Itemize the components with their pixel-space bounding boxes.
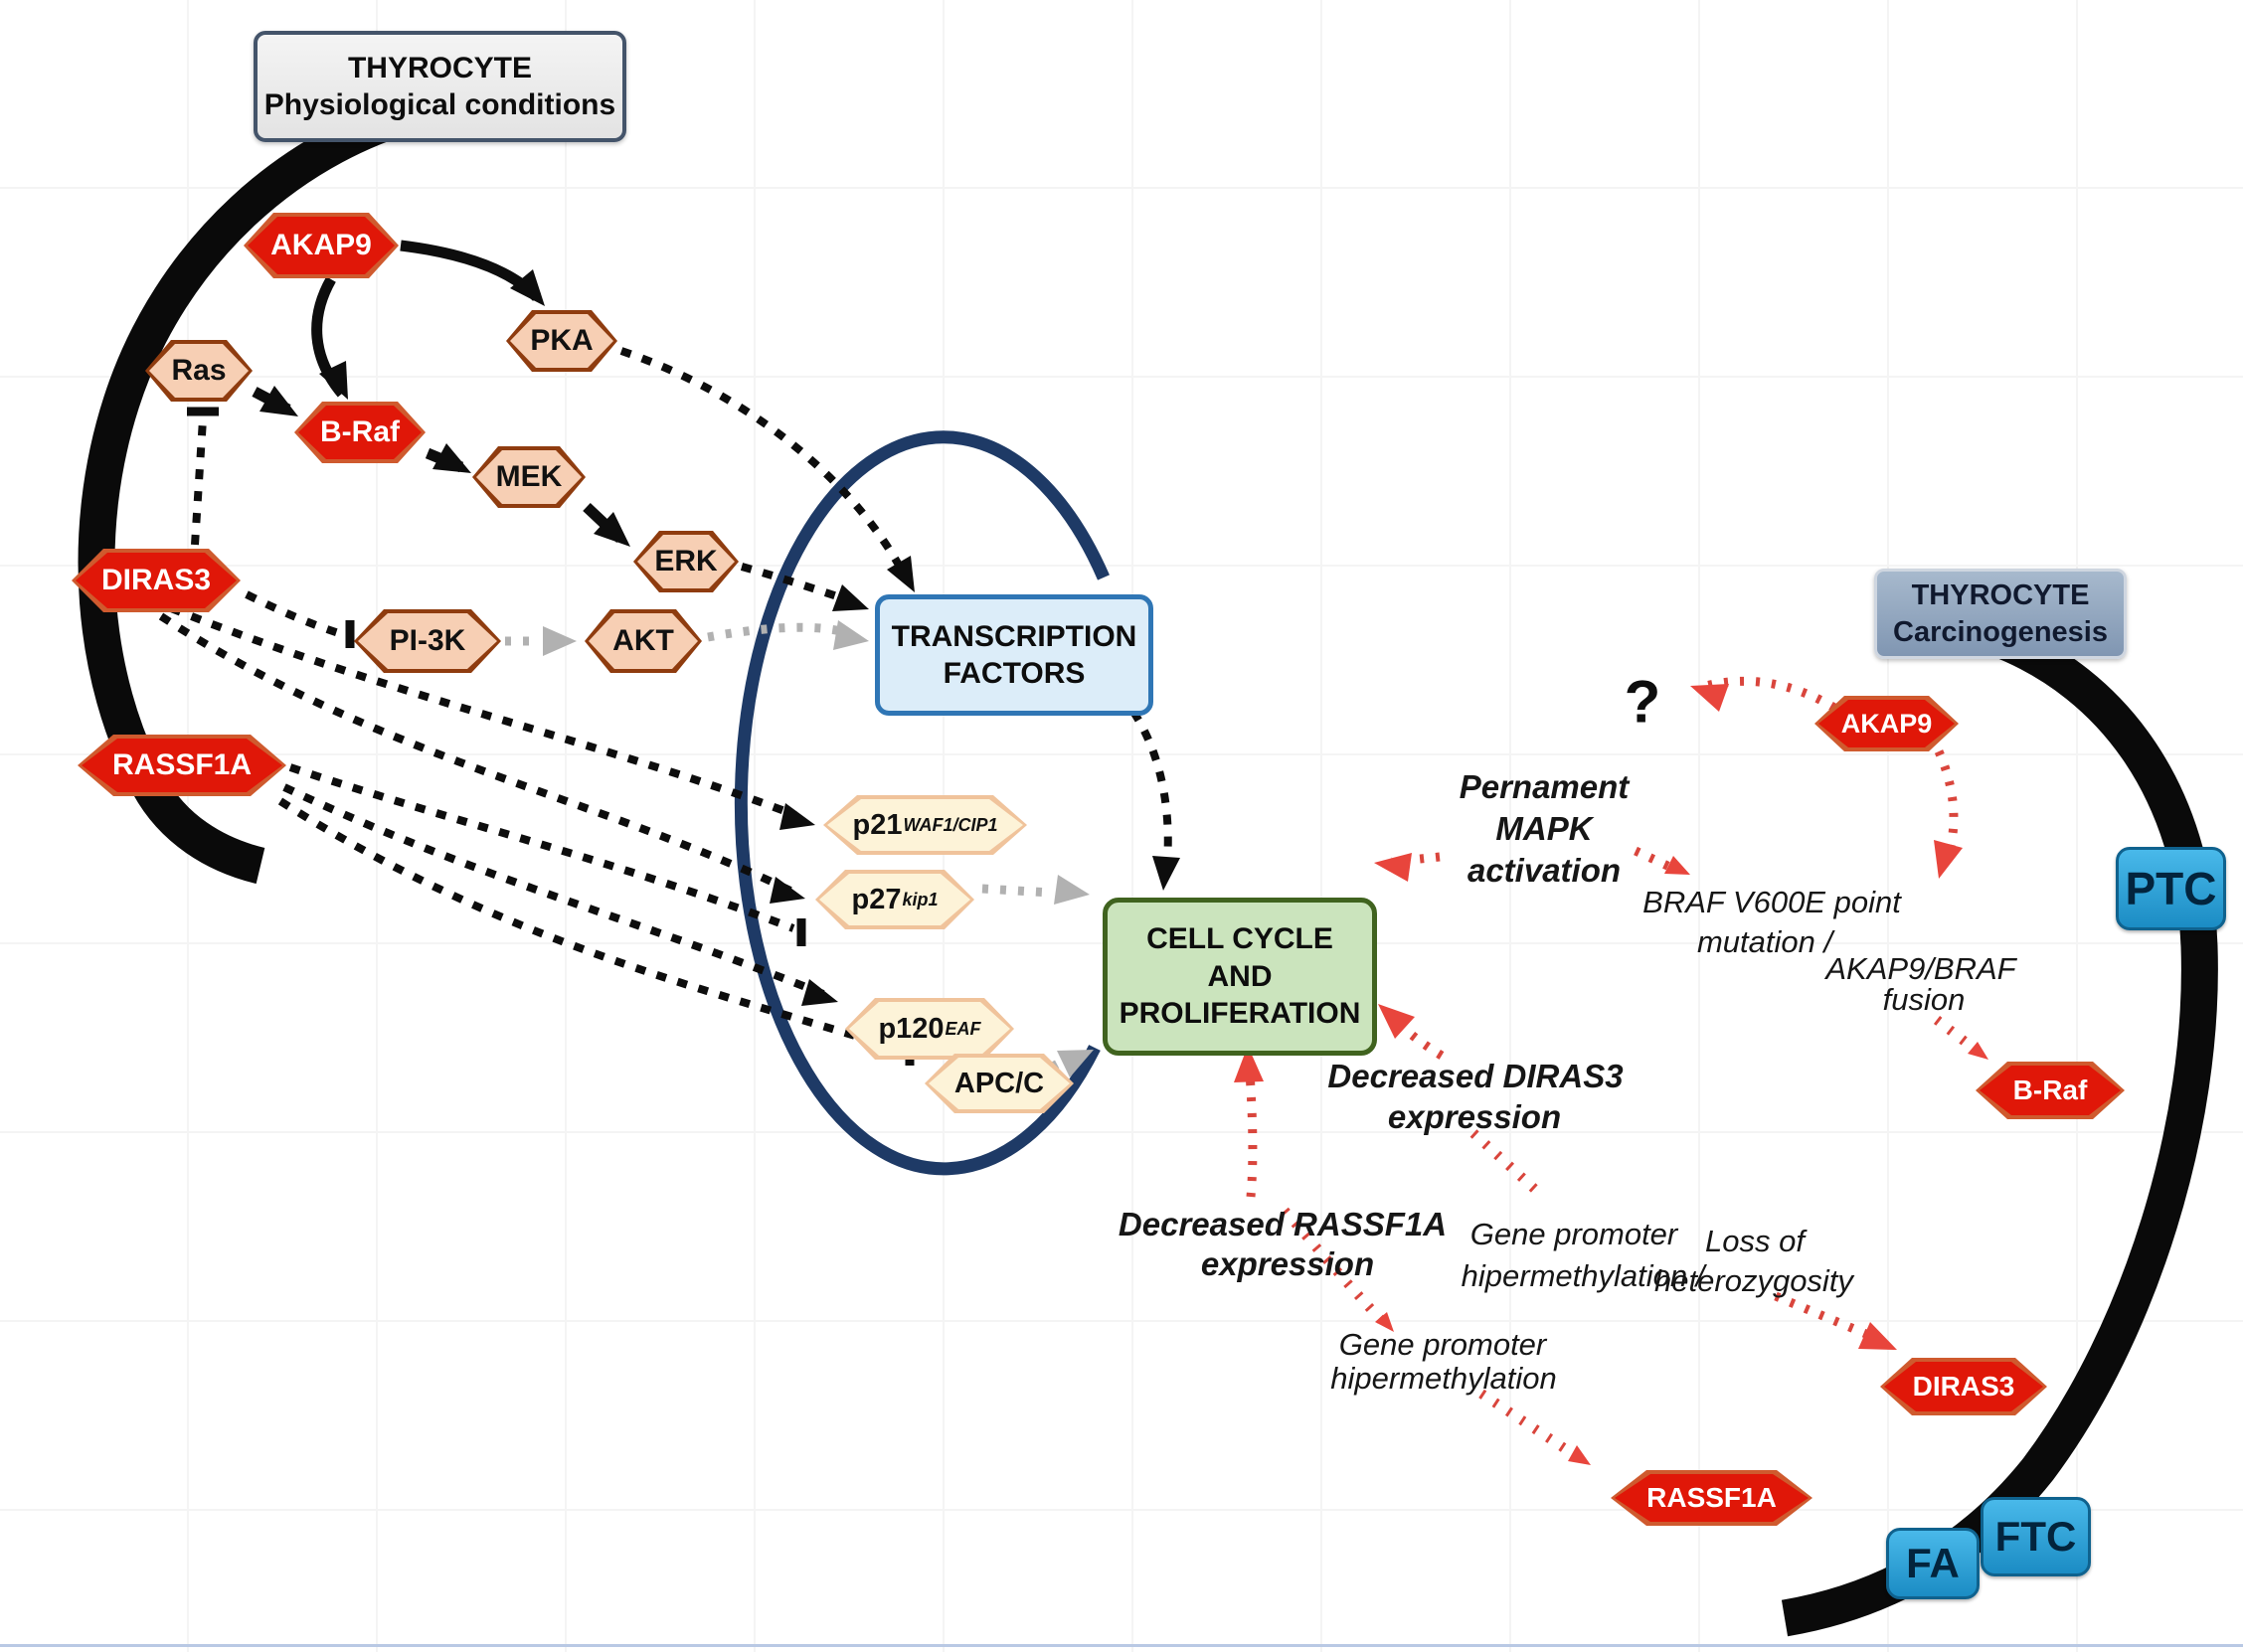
p21-label: p21 xyxy=(852,808,903,841)
p120-label: p120 xyxy=(878,1012,945,1045)
annotation-braf-line2: mutation / xyxy=(1696,924,1833,959)
annotation-diras3-expr-line2: expression xyxy=(1387,1098,1562,1135)
annotation-diras3-cause-line2: hipermethylation / xyxy=(1461,1258,1705,1293)
physiological-title-line2: Physiological conditions xyxy=(263,88,616,121)
node-akt: AKT xyxy=(585,609,702,673)
node-pka: PKA xyxy=(506,310,617,372)
cc-line1: CELL CYCLE xyxy=(1146,922,1333,956)
red-dotted-trails xyxy=(1281,1016,1984,1464)
physiological-title-line1: THYROCYTE xyxy=(347,51,532,84)
node-erk: ERK xyxy=(633,531,739,592)
tf-line1: TRANSCRIPTION xyxy=(891,619,1137,653)
p27-label: p27 xyxy=(851,883,902,915)
annotation-rassf1a-cause-line1: Gene promoter xyxy=(1338,1327,1547,1362)
cc-line3: PROLIFERATION xyxy=(1119,997,1361,1031)
tumor-ftc: FTC xyxy=(1981,1497,2091,1576)
annotation-braf-line3: AKAP9/BRAF xyxy=(1825,951,2016,986)
physiological-title-box: THYROCYTE Physiological conditions xyxy=(254,31,626,142)
carcinogenesis-title-line1: THYROCYTE xyxy=(1911,579,2090,612)
node-akap9: AKAP9 xyxy=(244,213,399,278)
annotation-mapk-line2: MAPK xyxy=(1495,810,1593,847)
node-pi3k: PI-3K xyxy=(354,609,501,673)
annotation-rassf1a-expr-line2: expression xyxy=(1200,1245,1375,1282)
annotation-diras3-cause-line1: Gene promoter xyxy=(1469,1217,1678,1251)
node-braf-carcinogenesis: B-Raf xyxy=(1976,1062,2125,1119)
node-braf: B-Raf xyxy=(294,402,426,463)
bottom-edge-line xyxy=(0,1644,2243,1647)
red-arrowheads xyxy=(1234,684,1988,1465)
nucleus-outline xyxy=(734,430,1110,1176)
annotation-braf-line1: BRAF V600E point xyxy=(1642,885,1901,919)
cc-line2: AND xyxy=(1207,959,1273,993)
activation-arrowheads xyxy=(259,269,630,547)
annotation-diras3-cause-line4: heterozygosity xyxy=(1654,1263,1853,1298)
membrane-physiological-arc xyxy=(78,88,442,884)
dashed-black-arrowheads xyxy=(770,556,1180,1006)
tumor-ptc: PTC xyxy=(2116,847,2226,930)
carcinogenesis-title-box: THYROCYTE Carcinogenesis xyxy=(1874,569,2127,659)
annotation-mapk-line1: Pernament xyxy=(1459,768,1630,805)
node-rassf1a: RASSF1A xyxy=(78,735,286,796)
inhibition-t-bars xyxy=(187,407,915,1066)
transcription-factors-box: TRANSCRIPTION FACTORS xyxy=(875,594,1153,716)
tf-line2: FACTORS xyxy=(943,657,1086,690)
annotation-mapk-line3: activation xyxy=(1467,852,1622,889)
annotation-diras3-cause-line3: Loss of xyxy=(1705,1224,1805,1258)
carcinogenesis-title-line2: Carcinogenesis xyxy=(1893,615,2108,648)
node-diras3: DIRAS3 xyxy=(72,549,241,612)
node-diras3-carcinogenesis: DIRAS3 xyxy=(1880,1358,2047,1415)
membrane-carcinogenesis-arc xyxy=(1781,620,2218,1637)
annotation-rassf1a-cause-line2: hipermethylation xyxy=(1330,1361,1557,1396)
node-ras: Ras xyxy=(145,340,253,402)
tumor-fa: FA xyxy=(1886,1528,1980,1599)
node-mek: MEK xyxy=(472,446,586,508)
annotation-rassf1a-expr-line1: Decreased RASSF1A xyxy=(1118,1206,1448,1242)
annotation-braf-line4: fusion xyxy=(1882,982,1966,1017)
node-rassf1a-carcinogenesis: RASSF1A xyxy=(1611,1470,1812,1526)
node-apcc: APC/C xyxy=(925,1054,1074,1113)
gray-arrowheads xyxy=(543,620,1094,1077)
dashed-black-arrows xyxy=(158,347,1172,1052)
node-akap9-carcinogenesis: AKAP9 xyxy=(1814,696,1959,751)
annotation-diras3-expr-line1: Decreased DIRAS3 xyxy=(1327,1058,1624,1094)
question-mark: ? xyxy=(1624,668,1661,736)
cell-cycle-box: CELL CYCLE AND PROLIFERATION xyxy=(1103,898,1377,1056)
